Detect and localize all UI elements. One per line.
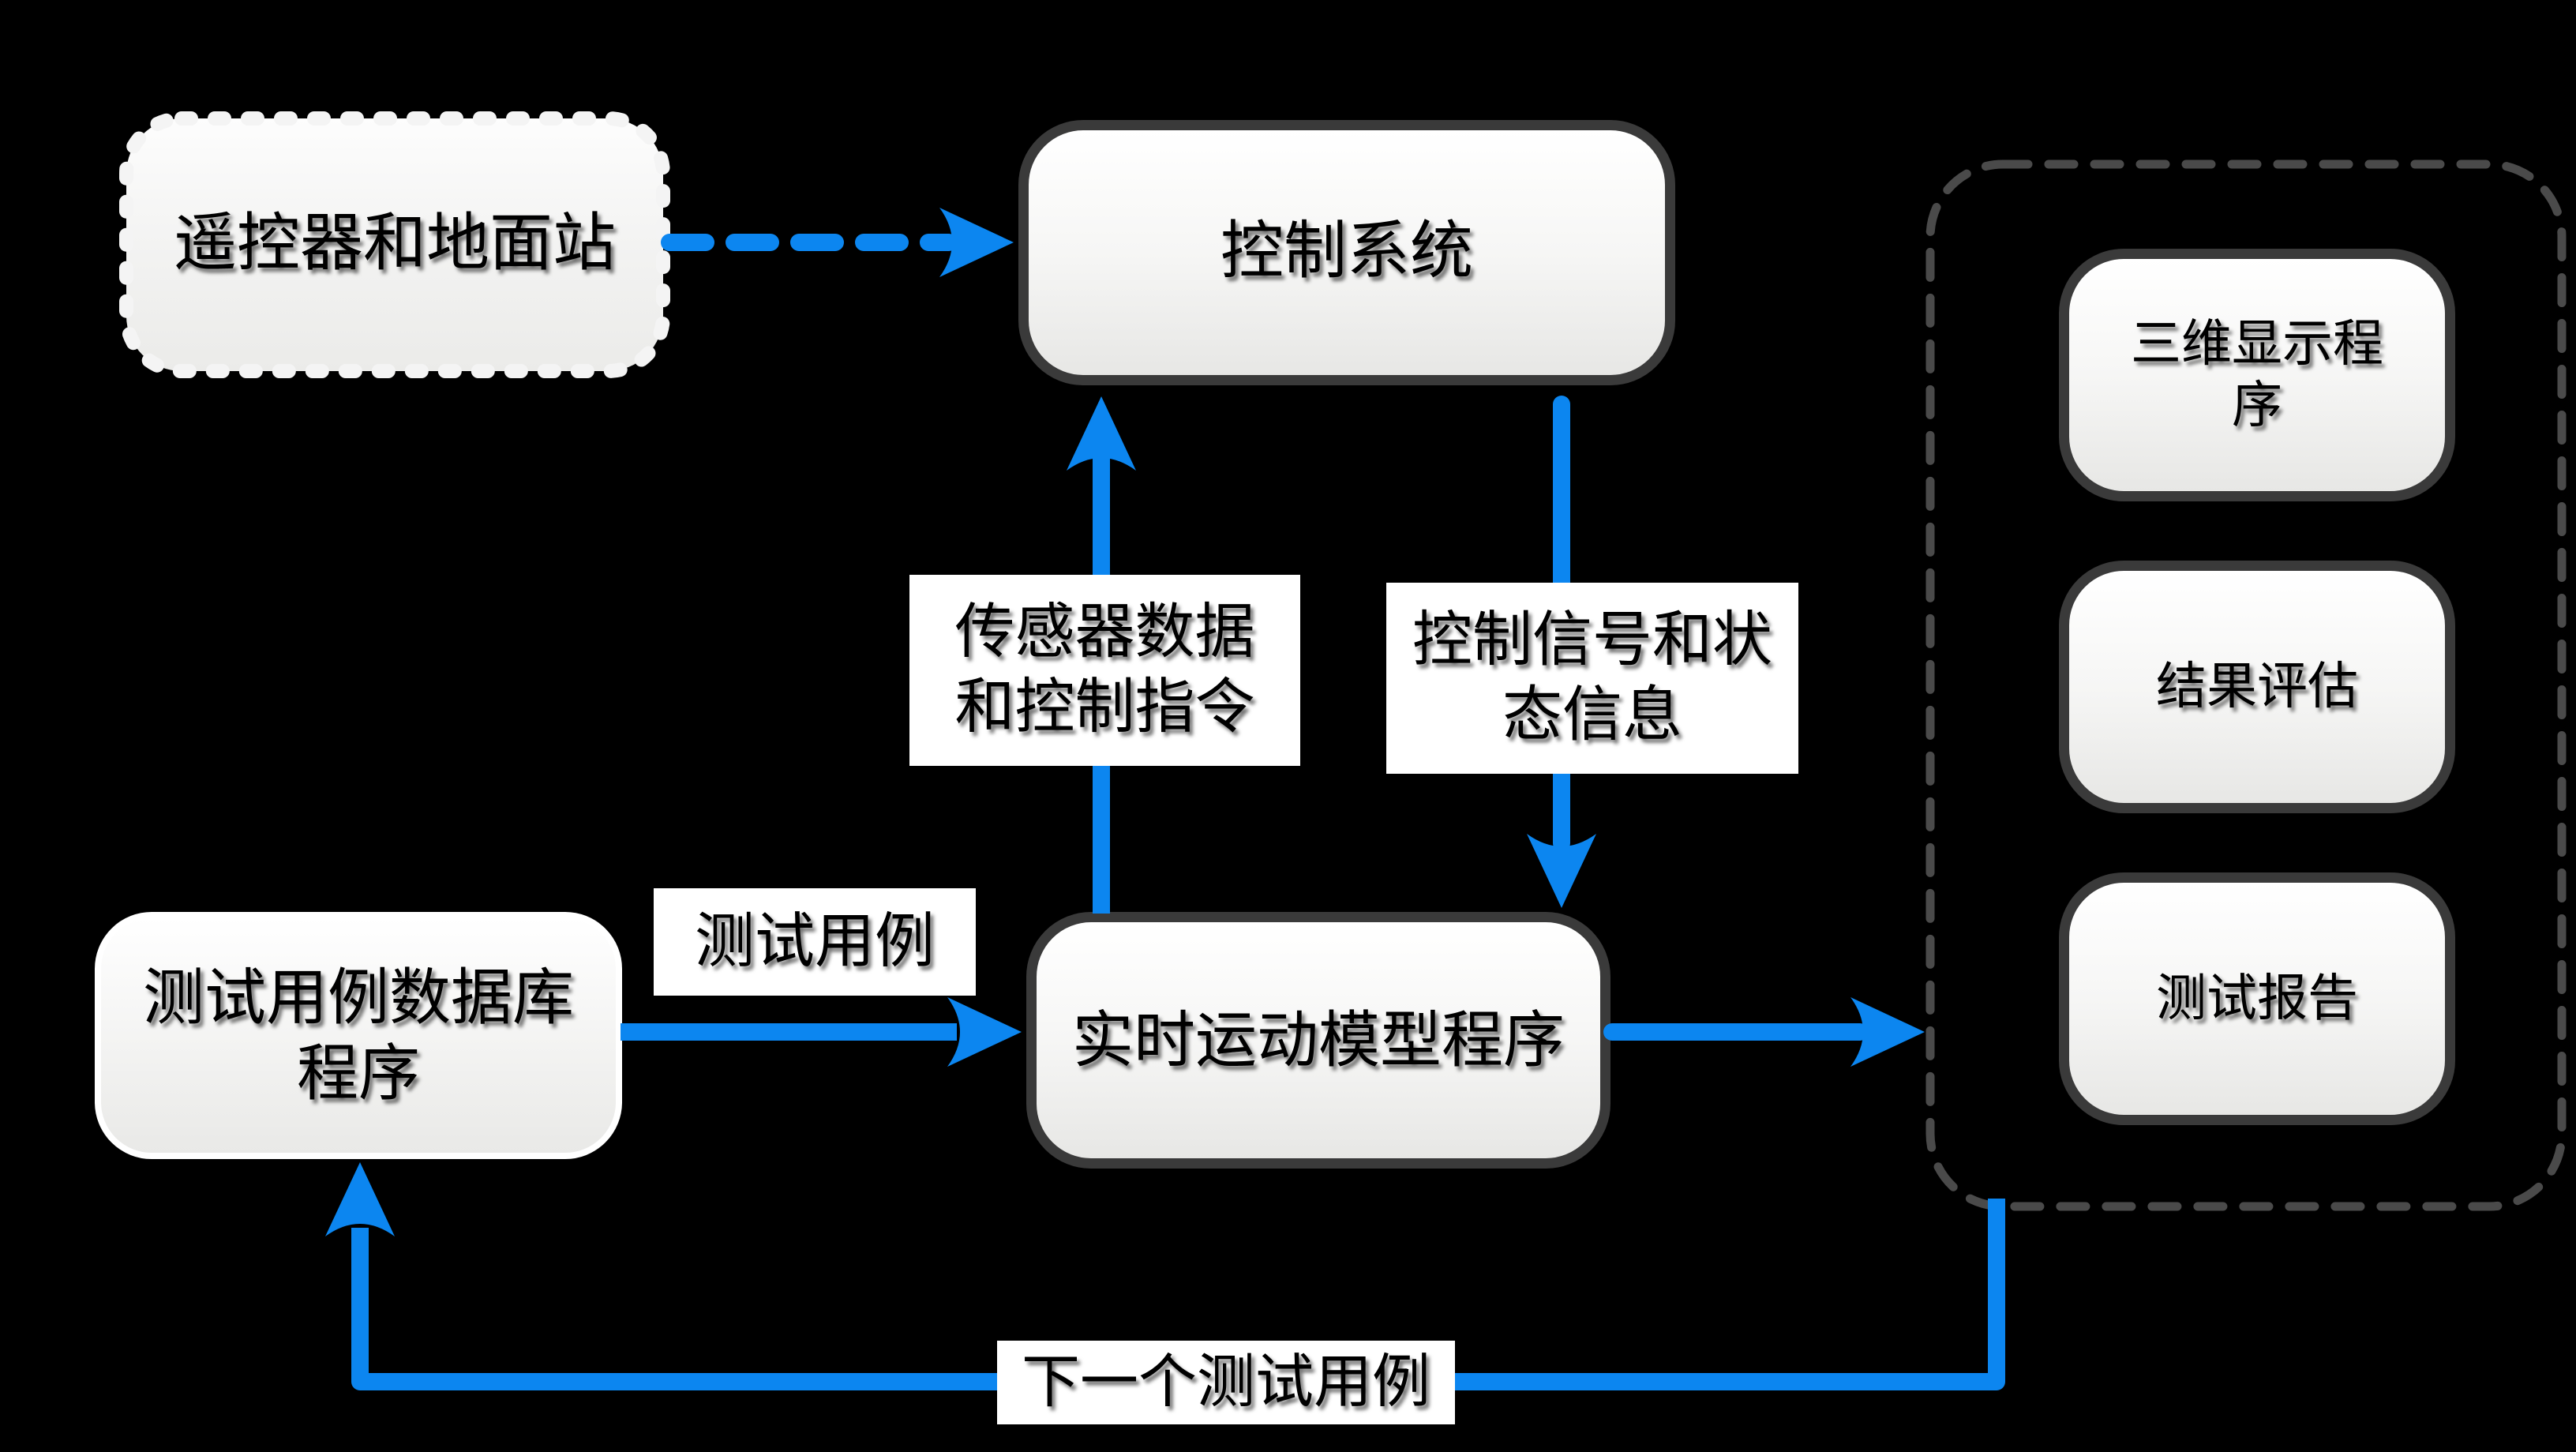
output-panel-dashed-border: [1925, 159, 2567, 1211]
node-control-system: 控制系统: [1018, 120, 1675, 385]
edge-label-sensor-data: 传感器数据 和控制指令: [909, 575, 1300, 766]
edge-feedback-arrowhead: [325, 1162, 395, 1236]
remote-box-dashed-border: [119, 111, 670, 378]
node-3d-display-program: 三维显示程 序: [2059, 249, 2455, 501]
edge-label-control-signal: 控制信号和状 态信息: [1386, 583, 1798, 774]
node-result-evaluation: 结果评估: [2059, 561, 2455, 813]
edge-testdb-to-model-arrowhead: [947, 997, 1022, 1067]
node-test-report: 测试报告: [2059, 872, 2455, 1125]
edge-label-next-test-case: 下一个测试用例: [997, 1341, 1455, 1424]
node-test-case-database: 测试用例数据库 程序: [95, 912, 622, 1159]
edge-label-test-case: 测试用例: [654, 888, 976, 996]
node-realtime-motion-model: 实时运动模型程序: [1026, 912, 1610, 1169]
node-remote-ground-station: 遥控器和地面站: [126, 118, 663, 371]
